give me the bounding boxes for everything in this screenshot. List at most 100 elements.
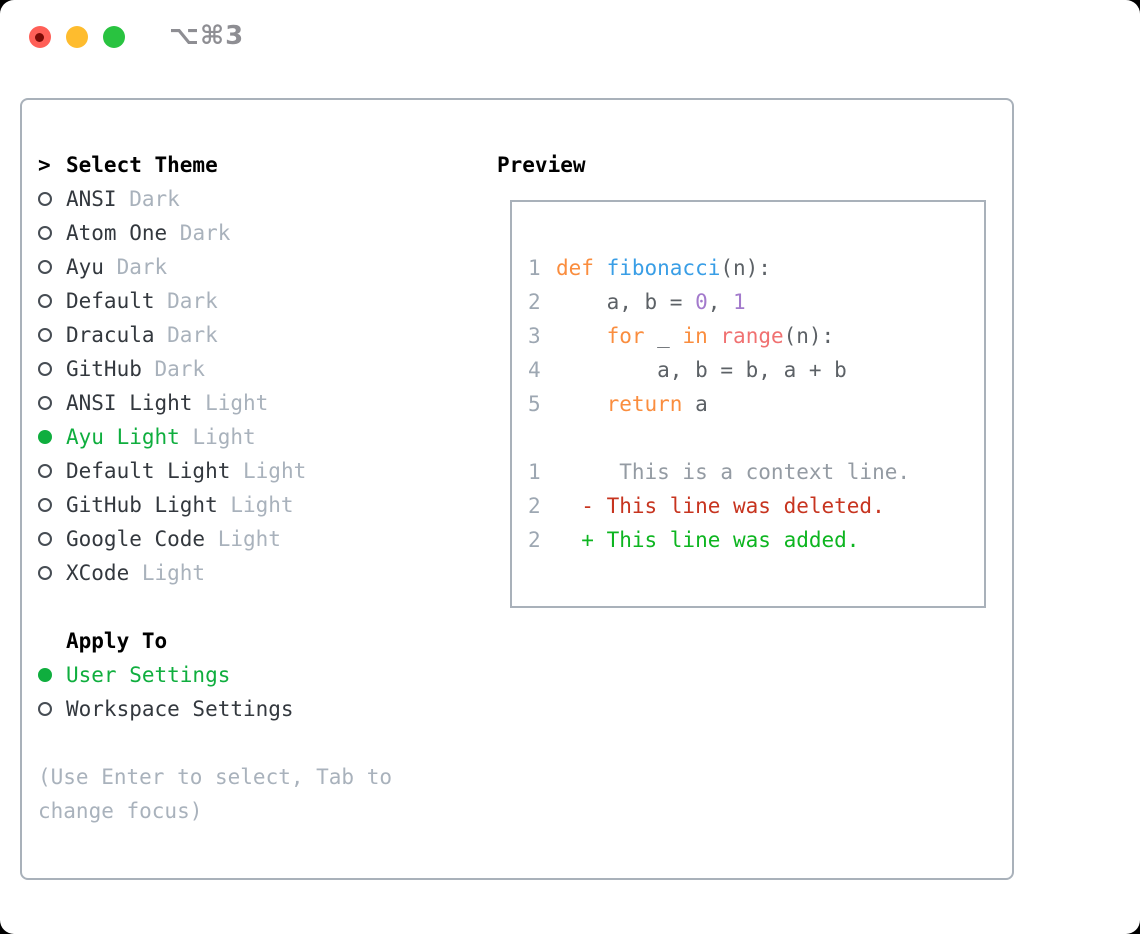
theme-option[interactable]: Dracula Dark — [38, 318, 482, 352]
theme-option-variant: Light — [192, 391, 269, 415]
theme-option[interactable]: ANSI Dark — [38, 182, 482, 216]
theme-option-variant: Light — [205, 527, 281, 551]
code-line: 5 return a — [528, 387, 984, 421]
apply-option[interactable]: Workspace Settings — [38, 692, 482, 726]
code-token: return — [606, 392, 683, 416]
radio-unselected-icon — [38, 532, 52, 546]
radio-unselected-icon — [38, 226, 52, 240]
theme-option[interactable]: ANSI Light Light — [38, 386, 482, 420]
line-number: 2 — [528, 528, 541, 552]
radio-selected-icon — [38, 668, 52, 682]
radio-unselected-icon — [38, 294, 52, 308]
code-token: def — [556, 256, 607, 280]
minimize-button[interactable] — [66, 26, 88, 48]
theme-option-variant: Light — [129, 561, 206, 585]
theme-option-variant: Dark — [154, 323, 218, 347]
radio-unselected-icon — [38, 192, 52, 206]
code-line: 2 + This line was added. — [528, 523, 984, 557]
line-number: 2 — [528, 290, 541, 314]
code-token: range — [720, 324, 784, 348]
theme-option[interactable]: Google Code Light — [38, 522, 482, 556]
theme-option-name: Google Code — [66, 527, 206, 551]
theme-option-variant: Light — [230, 459, 307, 483]
zoom-button[interactable] — [103, 26, 125, 48]
line-number: 1 — [528, 460, 541, 484]
apply-option[interactable]: User Settings — [38, 658, 482, 692]
preview-header: Preview — [497, 153, 586, 177]
hint-line-1: (Use Enter to select, Tab to — [38, 765, 393, 789]
code-token: 0 — [695, 290, 708, 314]
radio-unselected-icon — [38, 464, 52, 478]
code-token: a, b = — [556, 290, 696, 314]
code-token: This is a context line. — [556, 460, 911, 484]
code-token: , — [707, 290, 734, 314]
spacer — [38, 726, 482, 760]
code-token: in — [682, 324, 708, 348]
code-line: 4 a, b = b, a + b — [528, 353, 984, 387]
apply-to-header: Apply To — [66, 629, 168, 653]
line-number: 1 — [528, 256, 541, 280]
theme-option-name: XCode — [66, 561, 130, 585]
radio-unselected-icon — [38, 498, 52, 512]
theme-option-name: GitHub Light — [66, 493, 218, 517]
close-button[interactable] — [29, 26, 51, 48]
select-theme-header-label: Select Theme — [66, 153, 218, 177]
radio-unselected-icon — [38, 702, 52, 716]
code-token: _ — [644, 324, 683, 348]
code-token: fibonacci — [606, 256, 721, 280]
theme-option[interactable]: Default Light Light — [38, 454, 482, 488]
apply-to-header-row: Apply To — [38, 624, 482, 658]
theme-option-variant: Dark — [154, 289, 218, 313]
code-token — [556, 392, 607, 416]
window-title: ⌥⌘3 — [169, 21, 245, 51]
theme-option[interactable]: Default Dark — [38, 284, 482, 318]
code-token: + This line was added. — [556, 528, 860, 552]
theme-option-name: Ayu — [66, 255, 104, 279]
code-token — [708, 324, 721, 348]
theme-option-variant: Light — [217, 493, 294, 517]
apply-option-label: Workspace Settings — [66, 697, 294, 721]
radio-unselected-icon — [38, 566, 52, 580]
code-line: 2 a, b = 0, 1 — [528, 285, 984, 319]
code-token: for — [606, 324, 645, 348]
code-token — [556, 324, 607, 348]
theme-option-name: Default Light — [66, 459, 231, 483]
code-token: a, b = b, a + b — [556, 358, 847, 382]
selection-cursor: > — [38, 153, 51, 177]
theme-option[interactable]: GitHub Light Light — [38, 488, 482, 522]
code-token: a — [682, 392, 708, 416]
theme-option-name: Dracula — [66, 323, 155, 347]
title-bar: ⌥⌘3 — [0, 0, 1140, 74]
theme-option[interactable]: XCode Light — [38, 556, 482, 590]
code-line — [528, 421, 984, 455]
theme-option[interactable]: Ayu Dark — [38, 250, 482, 284]
code-line: 1 This is a context line. — [528, 455, 984, 489]
theme-option-variant: Dark — [103, 255, 168, 279]
theme-option[interactable]: Atom One Dark — [38, 216, 482, 250]
code-token: 1 — [733, 290, 746, 314]
line-number: 3 — [528, 324, 541, 348]
spacer — [38, 590, 482, 624]
traffic-lights — [29, 26, 125, 48]
line-number: 5 — [528, 392, 541, 416]
code-line: 3 for _ in range(n): — [528, 319, 984, 353]
code-token: (n): — [783, 324, 835, 348]
radio-unselected-icon — [38, 260, 52, 274]
theme-option-name: ANSI Light — [66, 391, 193, 415]
theme-option[interactable]: GitHub Dark — [38, 352, 482, 386]
theme-option-variant: Light — [179, 425, 256, 449]
theme-option-name: GitHub — [66, 357, 142, 381]
theme-option-variant: Dark — [116, 187, 180, 211]
code-token: - This line was deleted. — [556, 494, 885, 518]
theme-option[interactable]: Ayu Light Light — [38, 420, 482, 454]
theme-option-name: ANSI — [66, 187, 117, 211]
theme-option-variant: Dark — [141, 357, 206, 381]
line-number: 4 — [528, 358, 541, 382]
select-theme-header: > Select Theme — [38, 148, 482, 182]
